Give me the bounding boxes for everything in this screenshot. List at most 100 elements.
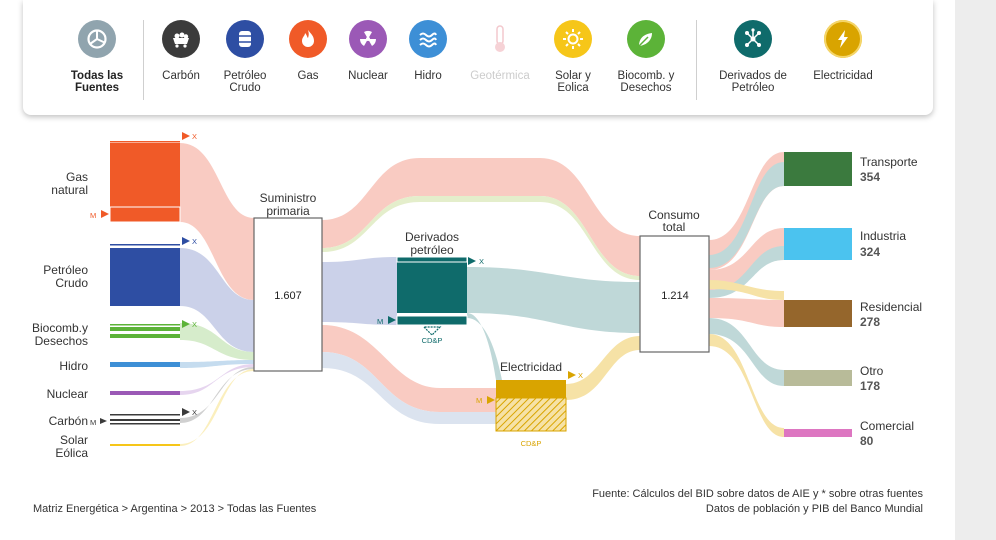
sector-bar-comercial	[784, 429, 852, 437]
source-label-bio: Biocomb.y	[32, 321, 88, 335]
svg-text:total: total	[663, 220, 686, 234]
export-mark: X	[192, 320, 197, 329]
supply-flows	[322, 158, 640, 424]
sector-name-industria: Industria	[860, 229, 906, 243]
filter-label: Carbón	[162, 70, 200, 82]
export-mark: X	[192, 132, 197, 141]
sector-bar-otro	[784, 370, 852, 386]
source-bar-nuclear	[110, 391, 180, 395]
source-bars	[109, 141, 181, 446]
filter-label: Derivados de Petróleo	[719, 70, 787, 94]
filter-gas[interactable]: Gas	[268, 20, 348, 82]
source-label-gas-2: natural	[51, 183, 88, 197]
svg-text:primaria: primaria	[266, 204, 310, 218]
electricity-label: Electricidad	[500, 360, 562, 374]
filter-biofuels[interactable]: Biocomb. y Desechos	[606, 20, 686, 94]
filter-all-sources[interactable]: Todas las Fuentes	[57, 20, 137, 94]
filter-label: Nuclear	[348, 70, 388, 82]
sector-value-otro: 178	[860, 379, 880, 393]
sector-bar-residencial	[784, 300, 852, 327]
svg-text:petróleo: petróleo	[410, 243, 454, 257]
pie-chart-icon	[78, 20, 116, 58]
import-mark: M	[476, 396, 482, 405]
filter-label: Electricidad	[813, 70, 873, 82]
divider	[143, 20, 144, 100]
divider	[696, 20, 697, 100]
source-label-crude: Petróleo	[43, 263, 88, 277]
filter-label: Geotérmica	[470, 70, 530, 82]
breadcrumb: Matriz Energética > Argentina > 2013 > T…	[33, 503, 317, 515]
import-mark: M	[90, 211, 96, 220]
export-mark: X	[192, 237, 197, 246]
radiation-icon	[349, 20, 387, 58]
sector-value-transporte: 354	[860, 170, 880, 184]
sector-name-otro: Otro	[860, 364, 884, 378]
source-flows	[180, 143, 254, 446]
total-consumption-node[interactable]: Consumo total 1.214	[639, 208, 710, 353]
molecule-icon	[734, 20, 772, 58]
import-mark: M	[90, 418, 96, 427]
elec-cdp-label: CD&P	[521, 439, 542, 448]
supply-value: 1.607	[274, 290, 302, 302]
energy-source-filter-bar: Todas las Fuentes Carbón Petróleo Crudo …	[23, 0, 933, 115]
consumption-flows	[467, 267, 640, 400]
svg-text:Consumo: Consumo	[648, 208, 700, 222]
supply-node[interactable]: Suministro primaria 1.607	[253, 191, 323, 372]
source-label-bio-2: Desechos	[35, 334, 88, 348]
sector-flows	[709, 152, 784, 437]
population-source-note: Datos de población y PIB del Banco Mundi…	[705, 503, 923, 515]
filter-label: Gas	[297, 70, 319, 82]
thermometer-icon	[481, 20, 519, 58]
svg-text:Derivados: Derivados	[405, 230, 459, 244]
oil-derivatives-node[interactable]: Derivados petróleo CD&P	[396, 230, 468, 345]
import-mark: M	[377, 317, 383, 326]
source-bar-solar	[110, 444, 180, 446]
filter-electricity[interactable]: Electricidad	[803, 20, 883, 82]
source-bar-crude	[110, 248, 180, 306]
filter-label: Solar y Eolica	[555, 70, 591, 94]
export-mark: X	[192, 408, 197, 417]
import-export-markers: X M X X X M X M X M	[90, 132, 583, 427]
flame-icon	[289, 20, 327, 58]
source-label-coal: Carbón	[49, 414, 88, 428]
sector-name-residencial: Residencial	[860, 300, 922, 314]
sector-name-transporte: Transporte	[860, 155, 918, 169]
filter-geothermal: Geotérmica	[460, 20, 540, 82]
lightning-bolt-icon	[824, 20, 862, 58]
source-bar-coal	[110, 414, 180, 416]
filter-crude-oil[interactable]: Petróleo Crudo	[205, 20, 285, 94]
sector-value-comercial: 80	[860, 434, 874, 448]
filter-label: Hidro	[414, 70, 442, 82]
coal-cart-icon	[162, 20, 200, 58]
filter-solar-wind[interactable]: Solar y Eolica	[533, 20, 613, 94]
filter-nuclear[interactable]: Nuclear	[328, 20, 408, 82]
oil-barrel-icon	[226, 20, 264, 58]
source-bar-hydro	[110, 362, 180, 367]
export-mark: X	[479, 257, 484, 266]
sector-bars	[784, 152, 852, 437]
consumo-value: 1.214	[661, 290, 689, 302]
sun-icon	[554, 20, 592, 58]
electricity-node[interactable]: Electricidad CD&P	[495, 360, 567, 448]
source-labels: Gas natural Petróleo Crudo Biocomb.y Des…	[32, 170, 88, 460]
filter-hydro[interactable]: Hidro	[388, 20, 468, 82]
filter-label: Todas las Fuentes	[70, 70, 124, 94]
source-label-solar-2: Eólica	[55, 446, 88, 460]
export-mark: X	[578, 371, 583, 380]
source-label-nuclear: Nuclear	[47, 387, 88, 401]
source-bar-bio	[110, 327, 180, 331]
sector-bar-industria	[784, 228, 852, 260]
water-waves-icon	[409, 20, 447, 58]
sector-value-residencial: 278	[860, 315, 880, 329]
svg-text:Suministro: Suministro	[260, 191, 317, 205]
derivs-cdp-label: CD&P	[422, 336, 443, 345]
filter-coal[interactable]: Carbón	[141, 20, 221, 82]
filter-oil-derivatives[interactable]: Derivados de Petróleo	[713, 20, 793, 94]
sector-bar-transporte	[784, 152, 852, 186]
source-label-solar: Solar	[60, 433, 88, 447]
source-note: Fuente: Cálculos del BID sobre datos de …	[592, 488, 923, 500]
sector-name-comercial: Comercial	[860, 419, 914, 433]
filter-label: Biocomb. y Desechos	[617, 70, 675, 94]
sector-value-industria: 324	[860, 245, 880, 259]
